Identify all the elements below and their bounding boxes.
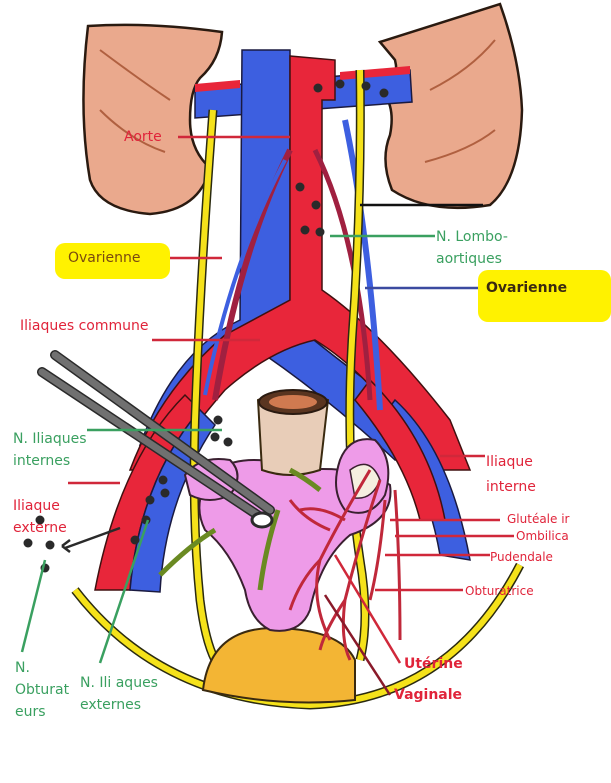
label-n-iliaques-internes: N. Iliaques internes: [13, 431, 87, 469]
kidney-right: [377, 2, 524, 210]
kidney-left: [82, 23, 224, 216]
label-n-obturateurs: N. Obturat eurs: [15, 660, 70, 720]
highlight-ovarienne-right: [478, 270, 611, 322]
label-vaginale: Vaginale: [394, 687, 463, 703]
label-ombilicale: Ombilica: [516, 529, 569, 543]
uterine-artery-branches: [288, 469, 402, 661]
label-iliaque-externe: Iliaque externe: [13, 498, 67, 536]
label-n-iliaques-externes: N. Ili aques externes: [80, 675, 158, 713]
label-obturatrice: Obturatrice: [465, 584, 534, 598]
lymph-nodes: [23, 79, 389, 573]
label-aorte: Aorte: [124, 129, 162, 145]
label-iliaque-interne: Iliaque interne: [486, 454, 536, 495]
label-n-lombo-aortiques: N. Lombo- aortiques: [436, 229, 508, 267]
bladder: [201, 626, 356, 704]
label-uterine: Utérine: [404, 656, 463, 672]
highlight-ovarienne-left: [55, 243, 170, 279]
label-iliaques-commune: Iliaques commune: [20, 318, 149, 334]
label-gluteale: Glutéale ir: [507, 512, 570, 526]
label-ovarienne-right: Ovarienne: [486, 280, 568, 296]
label-ovarienne-left: Ovarienne: [68, 250, 141, 266]
leader-lines: [20, 135, 514, 696]
round-ligament-left: [158, 527, 217, 577]
forceps-instrument: [37, 350, 275, 529]
label-pudendale: Pudendale: [490, 550, 553, 564]
